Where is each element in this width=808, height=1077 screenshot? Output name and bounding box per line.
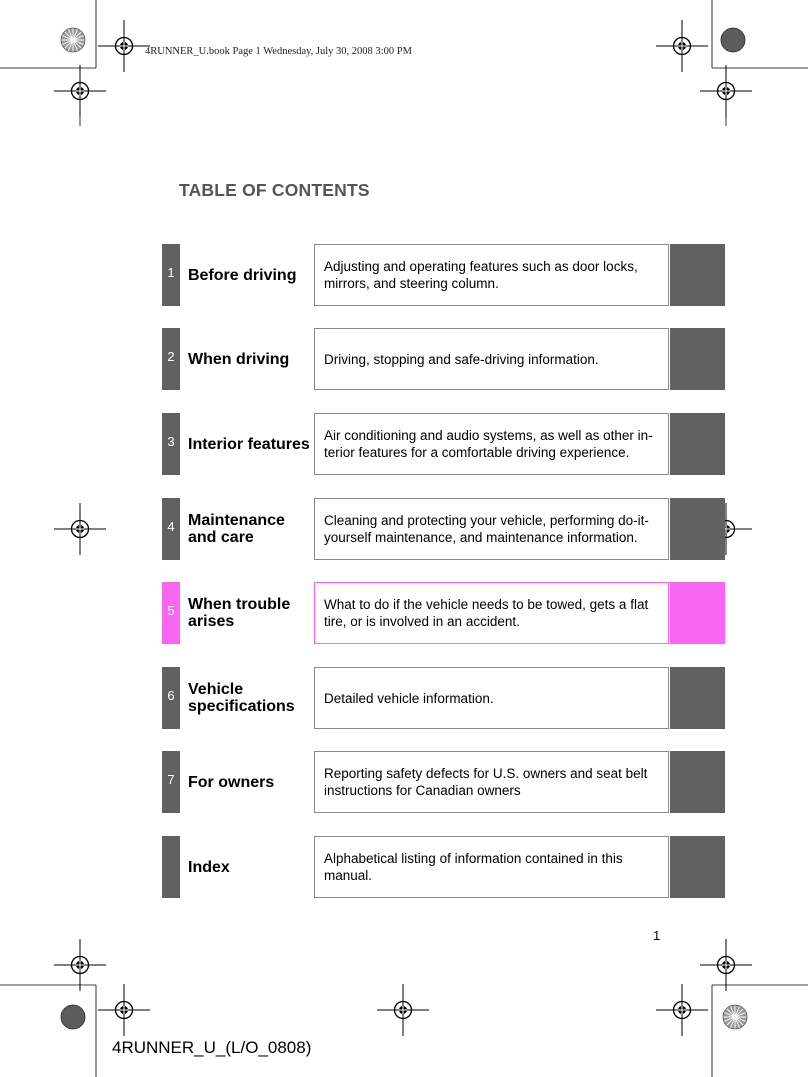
section-description: Reporting safety defects for U.S. owners…: [324, 766, 648, 798]
section-end-block: [670, 413, 725, 475]
toc-row-when-driving[interactable]: 2 When driving Driving, stopping and saf…: [0, 328, 808, 390]
print-header: 4RUNNER_U.book Page 1 Wednesday, July 30…: [145, 46, 412, 57]
section-description: Alphabetical listing of information cont…: [324, 851, 623, 883]
section-title[interactable]: Index: [188, 858, 230, 876]
section-description-box: Reporting safety defects for U.S. owners…: [314, 751, 669, 813]
section-title[interactable]: Interior features: [188, 435, 310, 453]
section-title[interactable]: Before driving: [188, 266, 297, 284]
section-tab: 2: [162, 328, 180, 390]
section-end-block: [670, 751, 725, 813]
section-end-block: [670, 244, 725, 306]
section-description: Adjusting and operating features such as…: [324, 259, 638, 291]
section-tab: 3: [162, 413, 180, 475]
section-tab: [162, 836, 180, 898]
section-tab: 5: [162, 582, 180, 644]
section-end-block: [670, 667, 725, 729]
section-tab: 7: [162, 751, 180, 813]
section-number: 7: [167, 772, 175, 787]
section-description: Cleaning and protecting your vehicle, pe…: [324, 513, 649, 545]
section-number: 3: [167, 434, 175, 449]
section-title[interactable]: Maintenance and care: [188, 512, 285, 546]
toc-row-when-trouble-arises[interactable]: 5 When trouble arises What to do if the …: [0, 582, 808, 644]
toc-row-vehicle-specifications[interactable]: 6 Vehicle specifications Detailed vehicl…: [0, 667, 808, 729]
section-description-box: Cleaning and protecting your vehicle, pe…: [314, 498, 669, 560]
section-number: 2: [167, 349, 175, 364]
section-description: Detailed vehicle information.: [324, 690, 494, 706]
footer-code: 4RUNNER_U_(L/O_0808): [112, 1038, 312, 1057]
section-description-box: Driving, stopping and safe-driving infor…: [314, 328, 669, 390]
section-description-box: Adjusting and operating features such as…: [314, 244, 669, 306]
section-title[interactable]: When trouble arises: [188, 596, 291, 630]
section-end-block: [670, 498, 725, 560]
section-description: Air conditioning and audio systems, as w…: [324, 428, 653, 460]
section-number: 5: [167, 603, 175, 618]
section-tab: 1: [162, 244, 180, 306]
section-description: Driving, stopping and safe-driving infor…: [324, 351, 599, 367]
toc-row-interior-features[interactable]: 3 Interior features Air conditioning and…: [0, 413, 808, 475]
section-description-box: Air conditioning and audio systems, as w…: [314, 413, 669, 475]
section-title[interactable]: For owners: [188, 773, 275, 791]
section-description-box: Detailed vehicle information.: [314, 667, 669, 729]
section-end-block: [670, 836, 725, 898]
section-end-block: [670, 582, 725, 644]
section-number: 6: [167, 688, 175, 703]
section-description-box: Alphabetical listing of information cont…: [314, 836, 669, 898]
toc-row-before-driving[interactable]: 1 Before driving Adjusting and operating…: [0, 244, 808, 306]
section-description-box: What to do if the vehicle needs to be to…: [314, 582, 669, 644]
toc-row-maintenance-and-care[interactable]: 4 Maintenance and care Cleaning and prot…: [0, 498, 808, 560]
toc-row-index[interactable]: Index Alphabetical listing of informatio…: [0, 836, 808, 898]
section-tab: 6: [162, 667, 180, 729]
section-end-block: [670, 328, 725, 390]
section-number: 1: [167, 265, 175, 280]
toc-row-for-owners[interactable]: 7 For owners Reporting safety defects fo…: [0, 751, 808, 813]
section-title[interactable]: When driving: [188, 350, 290, 368]
page-title: TABLE OF CONTENTS: [179, 180, 370, 200]
section-tab: 4: [162, 498, 180, 560]
section-number: 4: [167, 519, 175, 534]
section-description: What to do if the vehicle needs to be to…: [324, 597, 649, 629]
section-title[interactable]: Vehicle specifications: [188, 681, 295, 715]
page-number: 1: [653, 928, 661, 943]
